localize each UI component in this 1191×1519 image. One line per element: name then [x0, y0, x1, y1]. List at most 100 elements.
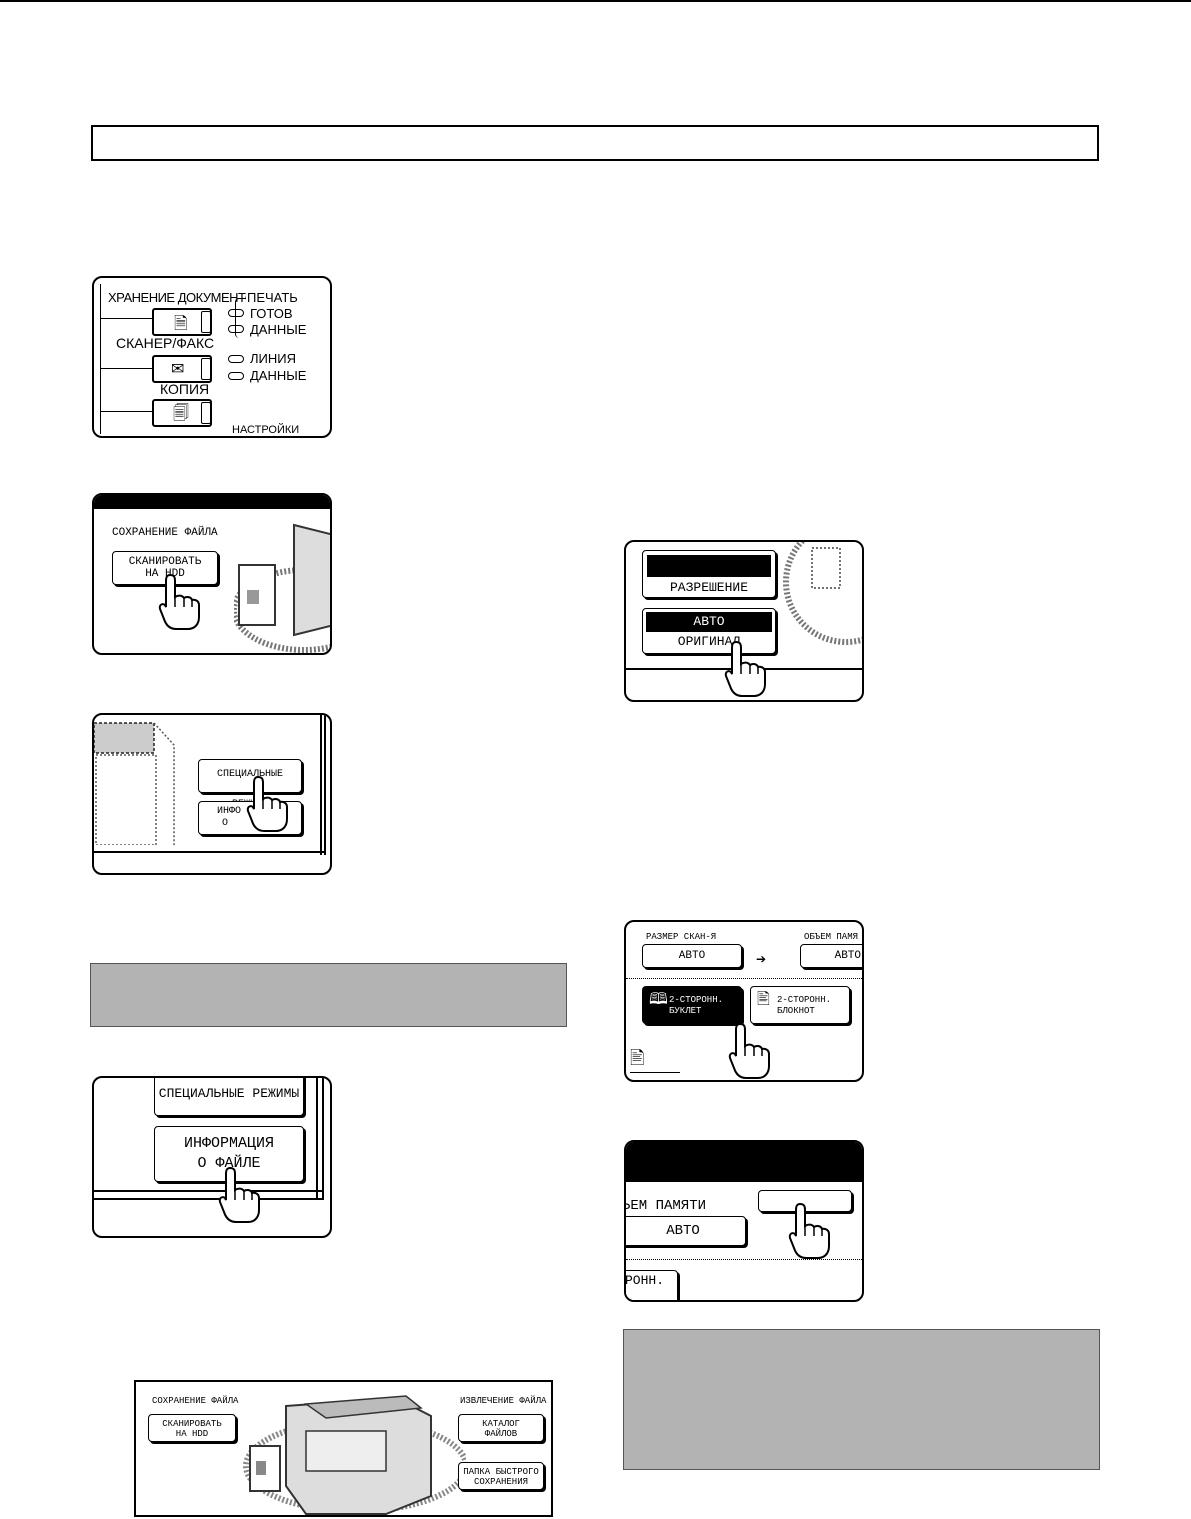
- catalog-line2: ФАЙЛОВ: [484, 1429, 518, 1439]
- document-icon: 🖹: [630, 1048, 645, 1068]
- right-frame-edge: [316, 1078, 324, 1200]
- resolution-value-bar: [647, 555, 771, 577]
- arrow-right-icon: ➔: [756, 952, 767, 966]
- duplex-select-screen: РАЗМЕР СКАН-Я АВТО ➔ ОБЪЕМ ПАМЯ АВТО 🕮 2…: [624, 920, 864, 1082]
- line-led: [228, 355, 244, 363]
- save-file-section-label: СОХРАНЕНИЕ ФАЙЛА: [112, 527, 218, 539]
- data-led-1: [228, 325, 244, 333]
- quick-line1: ПАПКА БЫСТРОГО: [463, 1467, 539, 1477]
- print-label: ПЕЧАТЬ: [246, 290, 299, 305]
- copy-icon: 🗐: [173, 405, 189, 422]
- scanner-fax-label: СКАНЕР/ФАКС: [116, 335, 215, 351]
- pointing-hand-icon: [788, 1202, 830, 1259]
- doc-filing-key[interactable]: 🗎: [152, 308, 212, 336]
- scan-size-label: РАЗМЕР СКАН-Я: [646, 932, 717, 942]
- scanner-fax-key[interactable]: ✉: [152, 355, 212, 383]
- pointing-hand-icon: [158, 573, 200, 630]
- file-info-screen: СПЕЦИАЛЬНЫЕ РЕЖИМЫ ИНФОРМАЦИЯ О ФАЙЛЕ: [92, 1076, 332, 1238]
- printer-illustration-icon: [783, 542, 862, 645]
- memory-label: ЪЕМ ПАМЯТИ: [624, 1198, 707, 1214]
- copy-indicator: [201, 402, 211, 424]
- multifunction-printer-icon: [243, 1395, 466, 1515]
- doc-filing-label: ХРАНЕНИЕ ДОКУМЕНТОВ: [108, 290, 263, 305]
- save-file-section-label: СОХРАНЕНИЕ ФАЙЛА: [152, 1396, 239, 1406]
- scan-size-button[interactable]: АВТО: [642, 944, 742, 968]
- data-label-2: ДАННЫЕ: [250, 368, 307, 383]
- resolution-button[interactable]: РАЗРЕШЕНИЕ: [642, 550, 776, 598]
- ready-label: ГОТОВ: [250, 306, 293, 321]
- panel-left-edge: [100, 284, 102, 434]
- doc-filing-indicator: [201, 311, 211, 333]
- doc-filing-icon: 🗎: [174, 314, 188, 333]
- original-button[interactable]: АВТО ОРИГИНАЛ: [642, 608, 776, 654]
- memory-button[interactable]: АВТО: [800, 944, 862, 968]
- tablet-line1: 2-СТОРОНН.: [777, 995, 832, 1005]
- duplex-tablet-button[interactable]: 🖹 2-СТОРОНН. БЛОКНОТ: [750, 986, 850, 1024]
- catalog-line1: КАТАЛОГ: [482, 1419, 520, 1429]
- copy-key[interactable]: 🗐: [152, 399, 212, 427]
- machine-illustration-icon: [94, 722, 175, 845]
- scan-btn-line1: СКАНИРОВАТЬ: [128, 556, 202, 568]
- key-line: [100, 368, 152, 369]
- retrieve-file-section-label: ИЗВЛЕЧЕНИЕ ФАЙЛА: [460, 1396, 547, 1406]
- duplex-booklet-button[interactable]: 🕮 2-СТОРОНН. БУКЛЕТ: [642, 986, 742, 1024]
- file-info-line2: О ФАЙЛЕ: [197, 1155, 261, 1172]
- booklet-line2: БУКЛЕТ: [669, 1006, 702, 1016]
- scan-to-hdd-button[interactable]: СКАНИРОВАТЬ НА HDD: [148, 1414, 236, 1442]
- line-label: ЛИНИЯ: [250, 351, 296, 366]
- copy-label: КОПИЯ: [160, 381, 210, 397]
- tablet-icon: 🖹: [757, 991, 770, 1009]
- original-auto-value: АВТО: [646, 612, 772, 632]
- scan-btn-line1: СКАНИРОВАТЬ: [162, 1419, 222, 1429]
- memory-label: ОБЪЕМ ПАМЯ: [804, 932, 859, 942]
- original-label: ОРИГИНАЛ: [677, 634, 741, 649]
- right-frame-edge: [320, 715, 326, 855]
- pointing-hand-icon: [218, 1166, 260, 1223]
- scanner-fax-icon: ✉: [171, 361, 185, 378]
- partial-duplex-button[interactable]: РОНН.: [625, 1270, 678, 1300]
- special-modes-screen: СПЕЦИАЛЬНЫЕ РЕЖИМЫ ИНФО ЯИ О: [92, 713, 332, 875]
- bottom-frame-edge: [94, 1190, 324, 1200]
- booklet-icon: 🕮: [649, 991, 668, 1009]
- screen-title-bar: [626, 1142, 862, 1182]
- file-info-label-line2: О: [221, 818, 228, 829]
- status-underline: [630, 1072, 680, 1073]
- key-line: [100, 411, 152, 412]
- document-filing-main-screen: СОХРАНЕНИЕ ФАЙЛА СКАНИРОВАТЬ НА HDD ИЗВЛ…: [134, 1380, 553, 1517]
- pointing-hand-icon: [724, 640, 766, 697]
- file-catalog-button[interactable]: КАТАЛОГ ФАЙЛОВ: [458, 1414, 544, 1442]
- pointing-hand-icon: [728, 1022, 770, 1079]
- memory-value: АВТО: [666, 1223, 700, 1239]
- bottom-frame-edge: [94, 851, 326, 857]
- data-led-2: [228, 372, 244, 380]
- note-box-right: [623, 1329, 1100, 1470]
- note-box-left: [90, 963, 567, 1027]
- printer-illustration-icon: [234, 523, 330, 653]
- key-line: [100, 318, 152, 319]
- operation-panel-illustration: ХРАНЕНИЕ ДОКУМЕНТОВ 🗎 СКАНЕР/ФАКС ✉ КОПИ…: [92, 276, 332, 438]
- pointing-hand-icon: [246, 775, 288, 832]
- quick-line2: СОХРАНЕНИЯ: [473, 1477, 528, 1487]
- data-label-1: ДАННЫЕ: [250, 322, 307, 337]
- resolution-label: РАЗРЕШЕНИЕ: [669, 580, 748, 595]
- scanner-fax-indicator: [201, 358, 211, 380]
- special-modes-button[interactable]: СПЕЦИАЛЬНЫЕ РЕЖИМЫ: [154, 1078, 304, 1116]
- booklet-line1: 2-СТОРОНН.: [669, 995, 724, 1005]
- section-title-box: [91, 125, 1099, 161]
- tablet-line2: БЛОКНОТ: [777, 1006, 815, 1016]
- file-info-line1: ИНФОРМАЦИЯ: [183, 1135, 274, 1152]
- memory-button[interactable]: АВТО: [626, 1216, 746, 1246]
- settings-label: НАСТРОЙКИ: [232, 424, 300, 436]
- memory-ok-screen: ЪЕМ ПАМЯТИ АВТО РОНН.: [624, 1140, 864, 1302]
- memory-value: АВТО: [834, 950, 861, 962]
- screen-title-bar: [94, 495, 330, 509]
- scan-to-hdd-screen: СОХРАНЕНИЕ ФАЙЛА СКАНИРОВАТЬ НА HDD: [92, 493, 332, 655]
- partial-btn-label: РОНН.: [625, 1273, 665, 1288]
- scan-btn-line2: НА HDD: [175, 1429, 209, 1439]
- special-modes-label: СПЕЦИАЛЬНЫЕ РЕЖИМЫ: [158, 1086, 300, 1101]
- top-rule: [0, 0, 1191, 2]
- dotted-divider: [626, 978, 862, 979]
- resolution-original-screen: РАЗРЕШЕНИЕ АВТО ОРИГИНАЛ: [624, 540, 864, 702]
- quick-file-folder-button[interactable]: ПАПКА БЫСТРОГО СОХРАНЕНИЯ: [458, 1462, 544, 1490]
- dotted-divider: [626, 1259, 862, 1260]
